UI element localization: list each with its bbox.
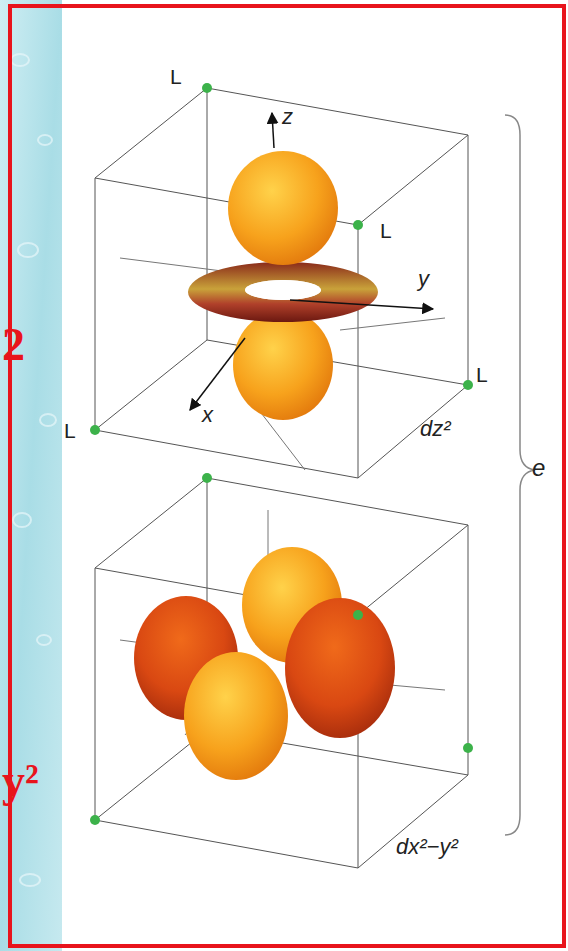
axis-label: z: [282, 106, 293, 128]
axis-label: y: [418, 268, 429, 290]
ligand-label: L: [476, 364, 488, 385]
orbital-label: dz²: [420, 418, 451, 440]
cut-label: 2: [2, 322, 25, 368]
axis-label: x: [202, 404, 213, 426]
ligand-label: L: [380, 220, 392, 241]
orbital-label: dx²−y²: [396, 836, 458, 858]
ligand-label: L: [64, 420, 76, 441]
cut-label: y²: [2, 758, 39, 804]
level-label: e: [532, 456, 545, 480]
ligand-label: L: [170, 66, 182, 87]
